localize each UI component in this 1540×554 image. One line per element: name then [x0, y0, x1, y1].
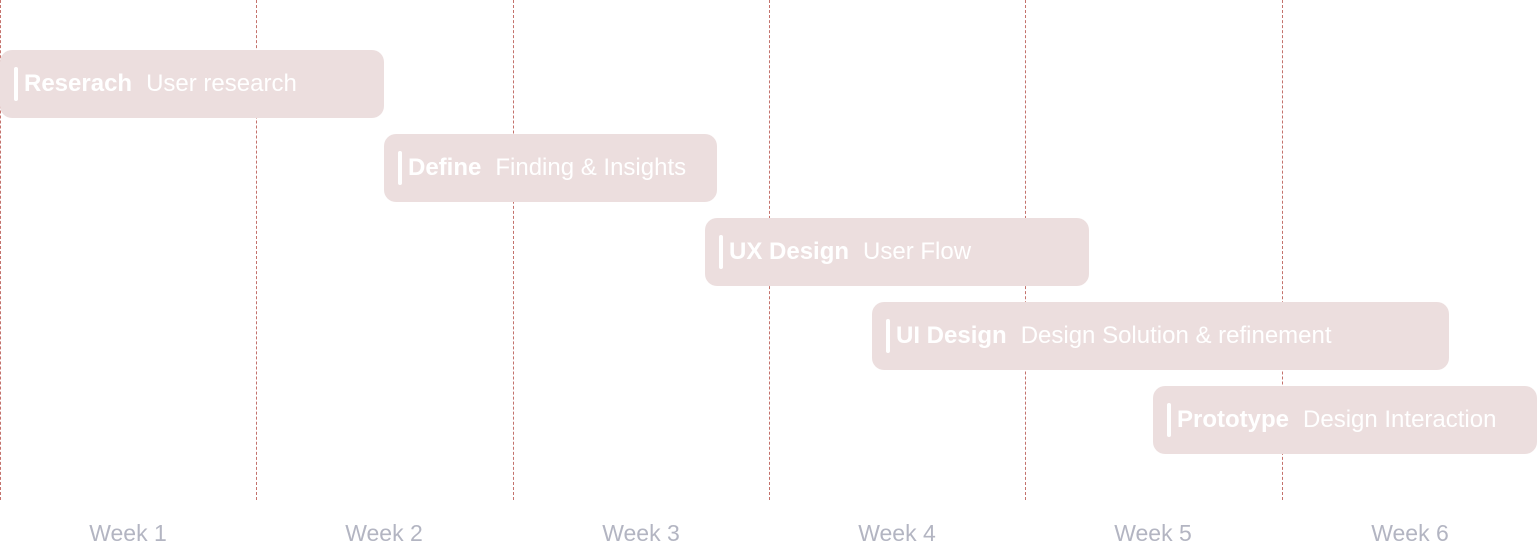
task-bar: UX Design User Flow: [705, 218, 1089, 286]
week-gridline: [1282, 0, 1283, 500]
task-marker: [1167, 403, 1171, 437]
week-axis-label: Week 6: [1371, 520, 1449, 546]
task-bar: Prototype Design Interaction: [1153, 386, 1537, 454]
task-marker: [398, 151, 402, 185]
task-description-label: User research: [146, 70, 297, 97]
week-axis-label: Week 5: [1114, 520, 1192, 546]
week-axis-label: Week 3: [602, 520, 680, 546]
task-description-label: User Flow: [863, 238, 972, 265]
task-description-label: Finding & Insights: [495, 154, 687, 181]
task-marker: [719, 235, 723, 269]
task-marker: [886, 319, 890, 353]
task-bar: Reserach User research: [0, 50, 384, 118]
week-axis-label: Week 1: [89, 520, 167, 546]
task-phase-label: Prototype: [1177, 406, 1290, 433]
task-phase-label: UI Design: [896, 322, 1007, 349]
week-axis-label: Week 2: [345, 520, 423, 546]
task-phase-label: Define: [408, 154, 482, 181]
week-axis-label: Week 4: [858, 520, 936, 546]
task-description-label: Design Interaction: [1303, 406, 1497, 433]
task-bar: UI Design Design Solution & refinement: [872, 302, 1449, 370]
week-gridline: [256, 0, 257, 500]
task-phase-label: Reserach: [24, 70, 133, 97]
week-gridline: [0, 0, 1, 500]
task-description-label: Design Solution & refinement: [1020, 322, 1332, 349]
task-marker: [14, 67, 18, 101]
task-phase-label: UX Design: [729, 238, 850, 265]
task-bar: Define Finding & Insights: [384, 134, 717, 202]
week-gridline: [513, 0, 514, 500]
